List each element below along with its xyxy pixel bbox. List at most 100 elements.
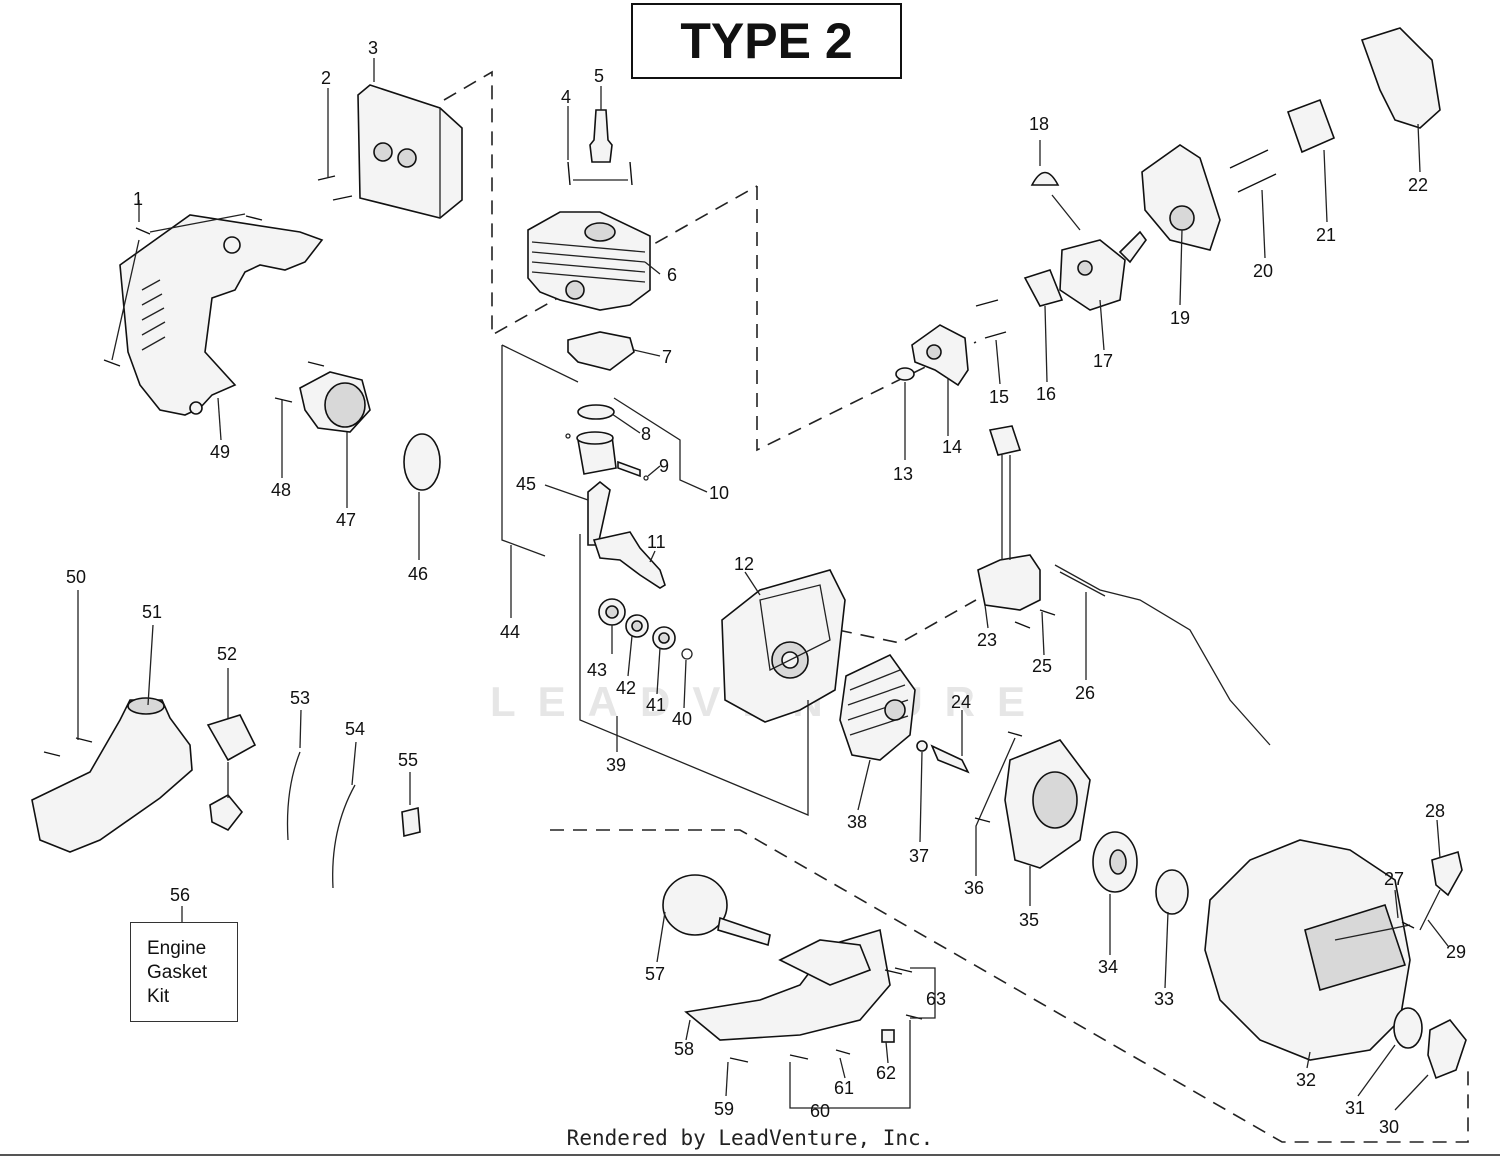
part-17-carburetor: [1059, 230, 1147, 311]
part-50-screws: [43, 737, 93, 757]
part-31-washer: [1393, 1007, 1423, 1049]
label-part-26: 26: [1075, 683, 1095, 703]
part-6-cylinder: [527, 211, 651, 311]
part-20-screws: [1229, 149, 1277, 193]
part-55-grommet: [401, 806, 421, 838]
part-29-starter-rope: [1334, 889, 1441, 941]
label-part-24: 24: [951, 692, 971, 712]
part-13-gasket: [895, 367, 915, 381]
part-51-fuel-tank: [31, 697, 193, 853]
label-part-11: 11: [647, 532, 666, 552]
part-30-pawl: [1427, 1018, 1467, 1080]
part-37-washer: [916, 740, 928, 752]
label-part-21: 21: [1316, 225, 1336, 245]
part-26-wire-harness: [1054, 564, 1271, 746]
assembly-boundary-upper: [443, 70, 977, 452]
label-part-19: 19: [1170, 308, 1190, 328]
part-60-screws: [789, 969, 903, 1060]
part-19-air-filter-base: [1141, 144, 1221, 251]
part-49-engine-shroud: [103, 214, 324, 416]
part-22-air-filter-cover: [1360, 27, 1441, 129]
label-part-23: 23: [977, 630, 997, 650]
part-36-screws: [974, 731, 1023, 823]
part-10-piston-assembly: [565, 404, 649, 481]
label-part-61: 61: [834, 1078, 854, 1098]
part-3-air-filter-cover: [357, 84, 463, 219]
part-7-cylinder-gasket: [567, 331, 635, 371]
label-part-60: 60: [810, 1101, 830, 1121]
label-part-41: 41: [646, 695, 666, 715]
label-part-45: 45: [516, 474, 536, 494]
label-part-53: 53: [290, 688, 310, 708]
part-23-ignition-coil: [977, 425, 1041, 611]
label-part-43: 43: [587, 660, 607, 680]
engine-gasket-kit-box: Engine Gasket Kit: [130, 922, 238, 1022]
label-part-17: 17: [1093, 351, 1113, 371]
label-part-46: 46: [408, 564, 428, 584]
label-part-54: 54: [345, 719, 365, 739]
assembly-boundary-lower: [550, 829, 1469, 1143]
label-part-56: 56: [170, 885, 190, 905]
label-part-15: 15: [989, 387, 1009, 407]
label-part-6: 6: [667, 265, 677, 285]
label-part-62: 62: [876, 1063, 896, 1083]
label-part-20: 20: [1253, 261, 1273, 281]
part-27-screw: [1401, 921, 1415, 929]
part-32-starter-housing: [1204, 839, 1411, 1061]
part-14-intake-manifold: [911, 324, 969, 387]
part-35-fan-housing: [1004, 739, 1091, 869]
label-part-57: 57: [645, 964, 665, 984]
part-number-labels: 1 2 3 4 5 6 7 8 9 10 11 12 13 14 15 16 1…: [66, 38, 1466, 1137]
part-18-primer-bulb: [1030, 171, 1060, 186]
label-part-58: 58: [674, 1039, 694, 1059]
label-part-18: 18: [1029, 114, 1049, 134]
label-part-4: 4: [561, 87, 571, 107]
footer-credit: Rendered by LeadVenture, Inc.: [566, 1126, 934, 1150]
footer-divider: [0, 1154, 1500, 1156]
label-part-40: 40: [672, 709, 692, 729]
part-41-seal: [652, 626, 676, 650]
part-54-fuel-line: [332, 784, 356, 889]
part-33-rewind-spring: [1155, 869, 1189, 915]
label-part-14: 14: [942, 437, 962, 457]
kit-label-line-3: Kit: [147, 986, 170, 1007]
label-part-51: 51: [142, 602, 162, 622]
part-16-carburetor-gasket: [1023, 269, 1064, 307]
label-part-10: 10: [709, 483, 729, 503]
part-63-screws: [894, 967, 923, 1020]
part-43-bearing: [598, 598, 626, 626]
label-part-39: 39: [606, 755, 626, 775]
part-46-o-ring: [403, 433, 441, 491]
part-4-screws: [567, 161, 633, 186]
label-part-5: 5: [594, 66, 604, 86]
label-part-13: 13: [893, 464, 913, 484]
part-2-screws: [317, 175, 353, 201]
part-59-screw: [729, 1057, 749, 1063]
label-part-9: 9: [659, 456, 669, 476]
label-part-30: 30: [1379, 1117, 1399, 1137]
part-28-starter-handle: [1431, 850, 1463, 897]
part-42-seal: [625, 614, 649, 638]
part-24-pin: [930, 744, 970, 774]
part-38-flywheel: [839, 653, 916, 761]
label-part-34: 34: [1098, 957, 1118, 977]
label-part-37: 37: [909, 846, 929, 866]
label-part-38: 38: [847, 812, 867, 832]
label-part-42: 42: [616, 678, 636, 698]
label-part-48: 48: [271, 480, 291, 500]
label-part-28: 28: [1425, 801, 1445, 821]
part-48-screws: [274, 361, 325, 403]
label-part-35: 35: [1019, 910, 1039, 930]
part-5-spark-plug: [589, 109, 613, 163]
label-part-50: 50: [66, 567, 86, 587]
label-part-1: 1: [133, 189, 143, 209]
label-part-31: 31: [1345, 1098, 1365, 1118]
label-part-27: 27: [1384, 869, 1404, 889]
part-57-clutch-drum: [662, 874, 771, 947]
kit-label-line-2: Gasket: [147, 962, 208, 983]
label-part-36: 36: [964, 878, 984, 898]
part-12-crankcase: [721, 569, 846, 723]
part-25-screws: [1014, 609, 1056, 629]
assembly-boundary-mid: [837, 599, 977, 644]
